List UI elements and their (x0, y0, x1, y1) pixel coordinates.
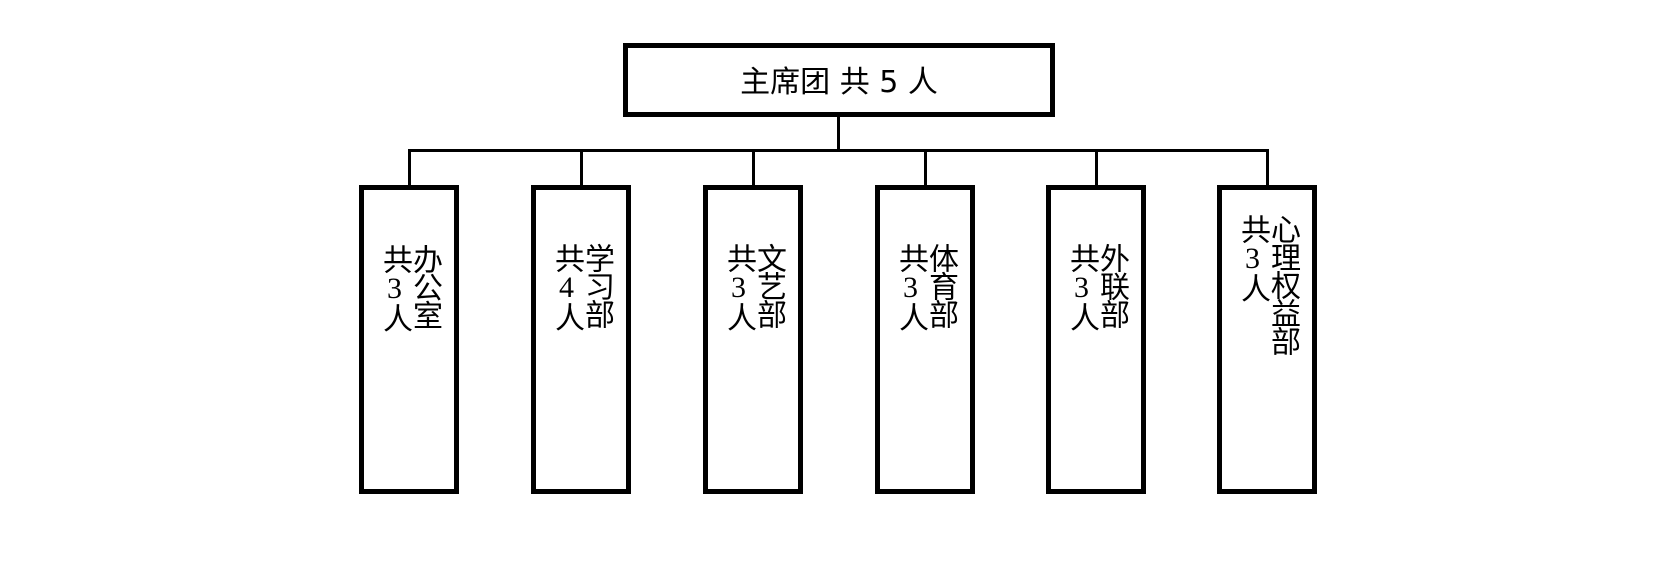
dept-node-study: 学习部共4人 (531, 185, 631, 494)
branch-line-3 (752, 149, 755, 186)
dept-name: 体育部 (923, 243, 958, 327)
dept-name: 学习部 (579, 243, 614, 327)
root-stem-line (837, 117, 840, 151)
branch-line-2 (580, 149, 583, 186)
dept-label: 心理权益部共3人 (1236, 214, 1300, 489)
dept-label: 体育部共3人 (894, 243, 958, 489)
dept-node-sports: 体育部共3人 (875, 185, 975, 494)
dept-label: 学习部共4人 (550, 243, 614, 489)
dept-node-office: 办公室共3人 (359, 185, 459, 494)
dept-node-psychology-rights: 心理权益部共3人 (1217, 185, 1317, 494)
dept-name: 文艺部 (751, 243, 786, 327)
dept-label: 文艺部共3人 (722, 243, 786, 489)
dept-count: 共3人 (722, 243, 755, 330)
root-count: 共 5 人 (839, 65, 938, 100)
dept-label: 办公室共3人 (378, 244, 442, 489)
dept-node-arts: 文艺部共3人 (703, 185, 803, 494)
branch-line-5 (1095, 149, 1098, 186)
root-node-presidium: 主席团 共 5 人 (623, 43, 1055, 117)
dept-name: 办公室 (407, 244, 442, 328)
dept-label: 外联部共3人 (1065, 243, 1129, 489)
dept-count: 共3人 (378, 244, 411, 331)
root-name: 主席团 (740, 65, 831, 100)
root-label: 主席团 共 5 人 (740, 68, 938, 98)
branch-line-6 (1266, 149, 1269, 186)
dept-count: 共4人 (550, 243, 583, 330)
dept-count: 共3人 (1065, 243, 1098, 330)
dept-count: 共3人 (1236, 214, 1269, 301)
dept-name: 外联部 (1094, 243, 1129, 327)
branch-line-4 (924, 149, 927, 186)
horizontal-bus-line (408, 149, 1269, 152)
branch-line-1 (408, 149, 411, 186)
dept-name: 心理权益部 (1265, 214, 1300, 354)
dept-count: 共3人 (894, 243, 927, 330)
dept-node-external-relations: 外联部共3人 (1046, 185, 1146, 494)
